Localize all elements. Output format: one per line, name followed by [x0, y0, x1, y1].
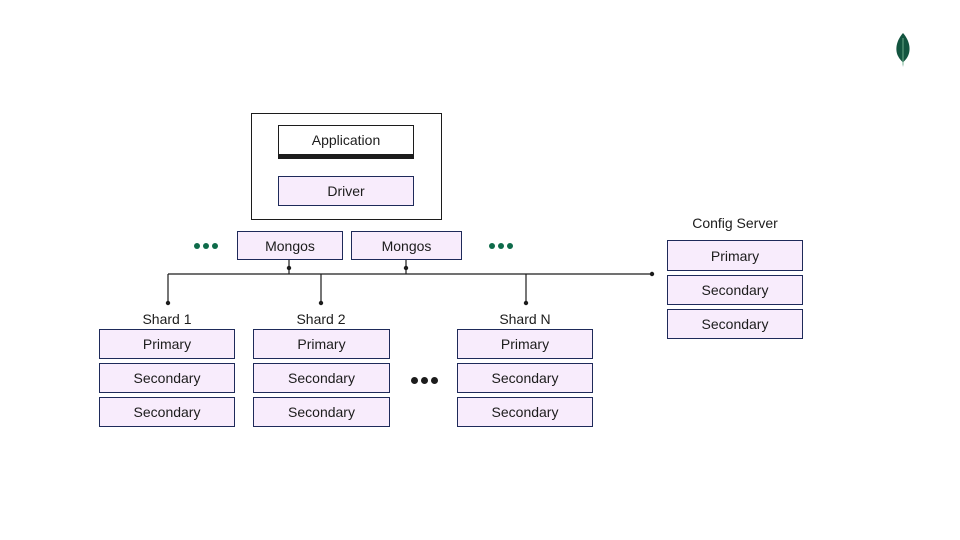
mongos-box: Mongos	[237, 231, 343, 260]
mongos-box: Mongos	[351, 231, 462, 260]
config-server-title: Config Server	[692, 215, 778, 231]
application-box: Application	[278, 125, 414, 159]
shard-secondary-box: Secondary	[457, 363, 593, 393]
ellipsis-icon	[194, 243, 218, 249]
shard-secondary-box: Secondary	[99, 363, 235, 393]
driver-box: Driver	[278, 176, 414, 206]
config-secondary-box: Secondary	[667, 275, 803, 305]
shard-primary-box: Primary	[457, 329, 593, 359]
shard-secondary-box: Secondary	[457, 397, 593, 427]
shard-primary-box: Primary	[99, 329, 235, 359]
shard-primary-box: Primary	[253, 329, 390, 359]
ellipsis-icon	[411, 377, 438, 384]
shard-secondary-box: Secondary	[99, 397, 235, 427]
shard-secondary-box: Secondary	[253, 363, 390, 393]
shard-secondary-box: Secondary	[253, 397, 390, 427]
config-primary-box: Primary	[667, 240, 803, 271]
shard-title: Shard 1	[142, 311, 192, 327]
shard-title: Shard 2	[296, 311, 346, 327]
ellipsis-icon	[489, 243, 513, 249]
mongodb-leaf-icon	[896, 33, 910, 67]
shard-title: Shard N	[499, 311, 551, 327]
config-secondary-box: Secondary	[667, 309, 803, 339]
